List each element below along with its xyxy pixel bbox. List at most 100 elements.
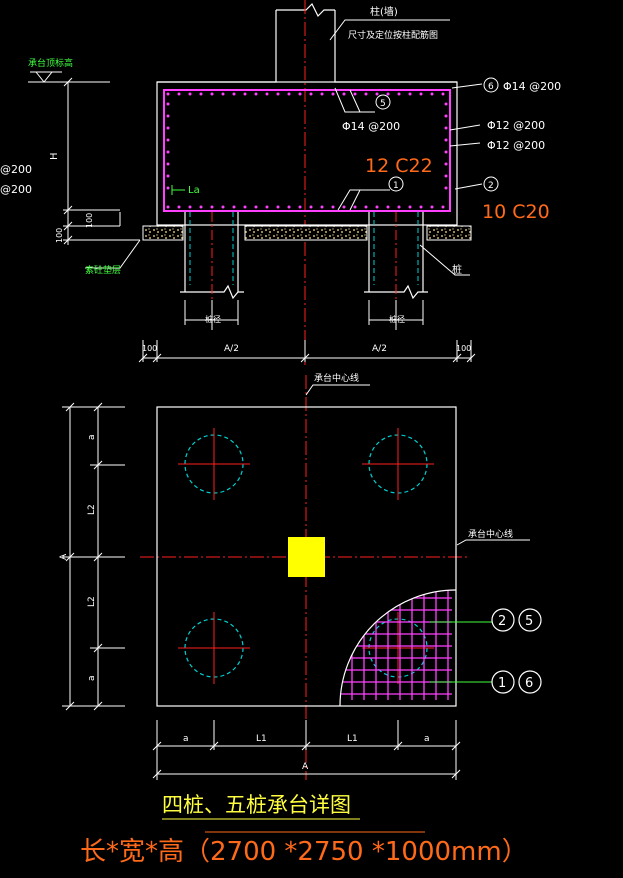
rebar-dot [444,150,448,154]
rebar-dot [309,92,313,96]
rebar-5-spec: Φ14 @200 [342,120,400,133]
rebar-dot [331,205,335,209]
dim-v-a-bottom: a [87,675,97,681]
rebar-dot [320,205,324,209]
pile-cap-plan [156,406,457,707]
dim-left-edge: 100 [142,344,157,353]
pile-left-elevation [180,212,244,300]
column-note: 尺寸及定位按柱配筋图 [348,29,438,41]
plan-cl-right-leader [456,539,530,546]
rebar-dot [408,92,412,96]
rebar-dot [375,205,379,209]
rebar-dot [243,205,247,209]
plan-marker-5: 5 [525,614,533,629]
rebar-dot [364,92,368,96]
dim-half-right: A/2 [372,344,387,354]
rebar-dot [444,138,448,142]
rebar-dot [397,205,401,209]
rebar-dot [419,92,423,96]
rebar-dot [188,92,192,96]
dim-v-l2-bottom: L2 [87,596,97,607]
rebar-dot [166,205,170,209]
dim-v-a-top: a [87,434,97,440]
rebar-dot [166,186,170,190]
elevation-hdim-ticks [138,353,476,363]
pile-label: 桩 [452,263,462,276]
rebar-dot [444,186,448,190]
cushion-left [142,225,184,241]
rebar-dot [276,205,280,209]
rebar-dot [232,205,236,209]
marker-1-text: 1 [393,181,399,191]
pile-dia-left: 桩径 [205,314,221,324]
rebar-dot [444,162,448,166]
plan-markers [491,608,542,694]
rebar-dot [265,92,269,96]
pile-dia-right: 桩径 [389,314,405,324]
rebar-dot [210,92,214,96]
plan-cl-top-leader [305,384,370,396]
dim-v-total: A [59,553,69,560]
mesh-leaders [430,621,492,683]
elevation-vertical-dims [28,71,140,245]
rebar-dot [166,138,170,142]
rebar-dots [166,92,448,209]
plan-vdim-ticks [65,402,103,711]
size-spec: 长*宽*高（2700 *2750 *1000mm） [80,837,528,867]
height-label: H [49,152,60,160]
dim-h-l1-right: L1 [347,734,358,744]
drawing-title: 四桩、五桩承台详图 [162,793,351,817]
plan-centerline-top: 承台中心线 [314,372,359,384]
plan-hdim-ticks [152,741,461,779]
elevation-markers [375,77,499,192]
rebar-dot [441,205,445,209]
mesh-boundary-arc [339,589,457,707]
rebar-dot [276,92,280,96]
rebar-dot [430,205,434,209]
rebar-dot [444,174,448,178]
rebar-dot [254,92,258,96]
bottom-rebar-orange: 12 C22 [365,155,433,177]
plan-marker-2: 2 [498,614,506,629]
rebar-dot [298,92,302,96]
rebar-dot [166,174,170,178]
rebar-dot [166,92,170,96]
dim-h-a-right: a [424,734,430,744]
rebar-dot [375,92,379,96]
rebar-dot [342,205,346,209]
dim-h-l1-left: L1 [256,734,267,744]
rebar-dot [408,205,412,209]
rebar-dot [166,102,170,106]
rebar-dot [430,92,434,96]
rebar-dot [188,205,192,209]
dim-right-edge: 100 [456,344,471,353]
top-elev-label: 承台顶标高 [28,57,73,69]
rebar-dot [177,92,181,96]
rebar-dot [419,205,423,209]
plan-marker-1: 1 [498,676,506,691]
rebar-dot [386,205,390,209]
partial-rebar-2: @200 [0,183,32,196]
rebar-dot [221,205,225,209]
rebar-dot [287,205,291,209]
rebar-dot [444,114,448,118]
rebar-dot [254,205,258,209]
rebar-dot [353,92,357,96]
dim-h-a-left: a [183,734,189,744]
rebar-cage [163,89,451,212]
rebar-dot [386,92,390,96]
plan-pile-axes [178,428,434,684]
side-rebar-orange: 10 C20 [482,201,550,223]
dim-v-l2-top: L2 [87,504,97,515]
anchor-marker [171,185,185,195]
elevation-horizontal-dims [142,300,472,362]
rebar-dot [177,205,181,209]
rebar-dot [199,205,203,209]
cushion-right [426,225,472,241]
dim-100-b: 100 [55,228,64,243]
rebar-dot [320,92,324,96]
anchor-label: La [188,185,200,196]
marker-5-text: 5 [380,99,386,109]
elevation-dim-ticks [63,77,73,245]
